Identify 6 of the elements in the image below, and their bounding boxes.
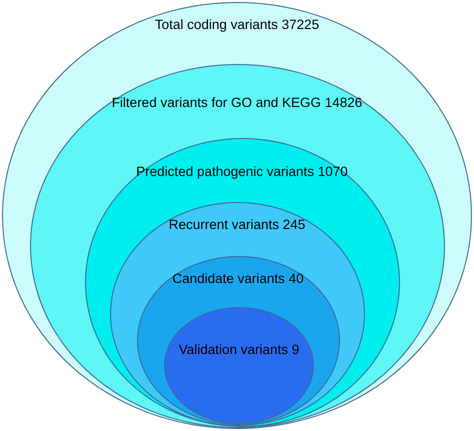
ellipse-label: Validation variants 9 [178, 342, 300, 357]
ellipse-label: Total coding variants 37225 [154, 17, 320, 32]
ellipse-label: Candidate variants 40 [171, 271, 305, 286]
ellipse-label: Recurrent variants 245 [168, 217, 306, 232]
ellipse-label: Filtered variants for GO and KEGG 14826 [110, 95, 364, 110]
ellipse-label: Predicted pathogenic variants 1070 [135, 164, 349, 179]
